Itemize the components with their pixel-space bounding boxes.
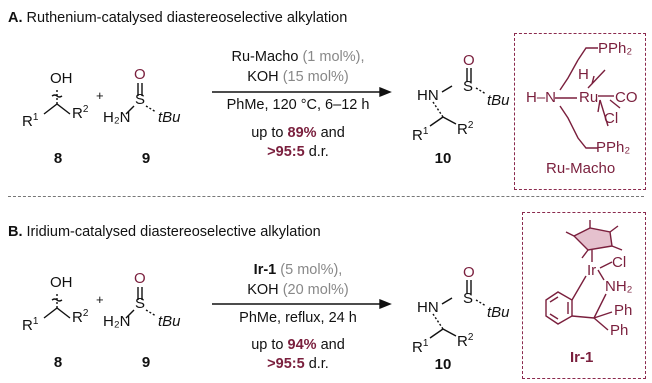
product-hn-b: HN bbox=[417, 299, 439, 316]
sulfinamide-tbu-b: tBu bbox=[158, 313, 181, 330]
sulfinamide-tbu-a: tBu bbox=[158, 109, 181, 126]
ru-h: H bbox=[578, 66, 589, 83]
section-divider bbox=[8, 196, 644, 197]
compound-9-b: 9 bbox=[141, 354, 151, 371]
alcohol-r2-b: R2 bbox=[72, 308, 89, 326]
conditions-b: PhMe, reflux, 24 h bbox=[239, 310, 357, 326]
base-line-b: KOH (20 mol%) bbox=[247, 282, 349, 298]
compound-9-a: 9 bbox=[141, 150, 151, 167]
ru-pph2-bottom: PPh₂ bbox=[596, 139, 631, 156]
base-line-a: KOH (15 mol%) bbox=[247, 69, 349, 85]
plus-b: + bbox=[96, 292, 104, 307]
alcohol-r2-a: R2 bbox=[72, 104, 89, 122]
sulfinamide-s-b: S bbox=[135, 295, 146, 312]
product-r1-b: R1 bbox=[412, 338, 429, 356]
catalyst-line-a: Ru-Macho (1 mol%), bbox=[231, 49, 365, 65]
ir-ph-1: Ph bbox=[614, 302, 633, 319]
compound-10-a: 10 bbox=[434, 150, 452, 167]
product-s-b: S bbox=[463, 290, 474, 307]
product-r2-b: R2 bbox=[457, 332, 474, 350]
product-o-a: O bbox=[463, 52, 475, 69]
alcohol-r1-a: R1 bbox=[22, 112, 39, 130]
product-hn-a: HN bbox=[417, 87, 439, 104]
product-tbu-a: tBu bbox=[487, 92, 510, 109]
yield-b: up to 94% and bbox=[251, 337, 345, 353]
product-r1-a: R1 bbox=[412, 126, 429, 144]
ru-pph2-top: PPh₂ bbox=[598, 40, 633, 57]
dr-a: >95:5 d.r. bbox=[267, 144, 329, 160]
alcohol-oh-b: OH bbox=[50, 274, 73, 291]
ru-co: CO bbox=[615, 89, 638, 106]
ir-nh2: NH₂ bbox=[605, 278, 633, 295]
plus-a: + bbox=[96, 88, 104, 103]
ir-metal: Ir bbox=[587, 262, 597, 279]
catalyst-box-b bbox=[522, 212, 646, 379]
product-r2-a: R2 bbox=[457, 120, 474, 138]
alcohol-r1-b: R1 bbox=[22, 316, 39, 334]
sulfinamide-s-a: S bbox=[135, 91, 146, 108]
ru-hn: H–N bbox=[526, 89, 557, 106]
catalyst-box-a bbox=[514, 33, 646, 190]
compound-10-b: 10 bbox=[434, 356, 452, 373]
sulfinamide-h2n-a: H₂N bbox=[103, 109, 131, 126]
conditions-a: PhMe, 120 °C, 6–12 h bbox=[226, 97, 370, 113]
sulfinamide-o-b: O bbox=[134, 270, 146, 287]
ir-1-label: Ir-1 bbox=[570, 349, 594, 366]
ru-macho-label: Ru-Macho bbox=[546, 160, 616, 177]
ir-cl: Cl bbox=[612, 254, 627, 271]
section-b-title: B. Iridium-catalysed diastereoselective … bbox=[8, 224, 321, 240]
alcohol-oh-a: OH bbox=[50, 70, 73, 87]
compound-8-a: 8 bbox=[53, 150, 63, 167]
sulfinamide-h2n-b: H₂N bbox=[103, 313, 131, 330]
yield-a: up to 89% and bbox=[251, 125, 345, 141]
product-o-b: O bbox=[463, 264, 475, 281]
catalyst-line-b: Ir-1 (5 mol%), bbox=[253, 262, 343, 278]
sulfinamide-o-a: O bbox=[134, 66, 146, 83]
ru-cl: Cl bbox=[604, 110, 619, 127]
compound-8-b: 8 bbox=[53, 354, 63, 371]
dr-b: >95:5 d.r. bbox=[267, 356, 329, 372]
product-s-a: S bbox=[463, 78, 474, 95]
ru-metal: Ru bbox=[579, 89, 599, 106]
product-tbu-b: tBu bbox=[487, 304, 510, 321]
ir-ph-2: Ph bbox=[610, 322, 629, 339]
section-a-title: A. Ruthenium-catalysed diastereoselectiv… bbox=[8, 10, 348, 26]
